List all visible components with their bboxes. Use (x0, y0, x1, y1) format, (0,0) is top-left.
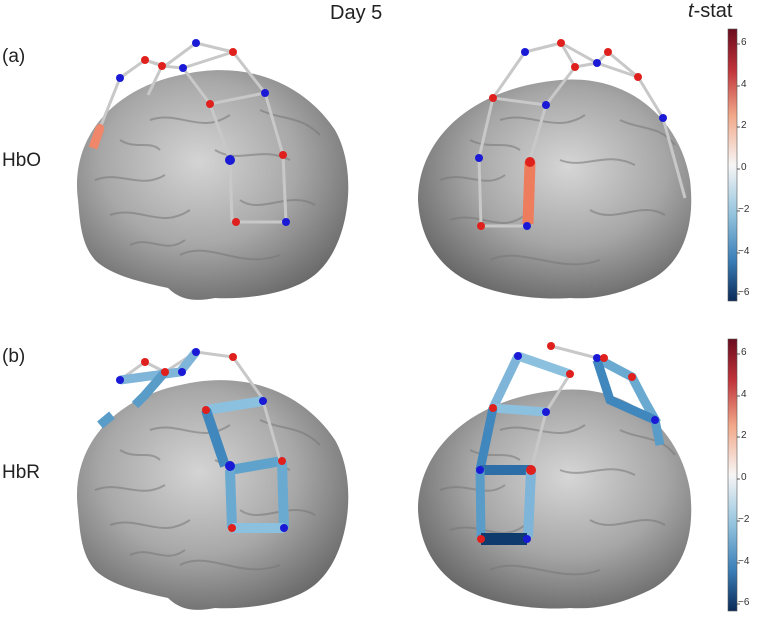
cbar-top-tick: −2 (738, 204, 750, 215)
colorbar-hbr (727, 338, 738, 612)
cbar-bottom-tick: 0 (741, 472, 747, 483)
brain-hbr-left (76, 380, 349, 610)
panel-label-b: (b) (2, 346, 26, 367)
colorbar-hbo (727, 28, 738, 302)
cbar-bottom-tick: −2 (738, 514, 750, 525)
cbar-top-tick: 2 (741, 120, 747, 131)
cbar-top-tick: −6 (738, 287, 750, 298)
hbr-right-channels (475, 344, 665, 545)
hbo-optodes (96, 39, 667, 230)
cbar-bottom-tick: −6 (738, 597, 750, 608)
row-label-hbr: HbR (2, 462, 41, 483)
cbar-top-tick: 4 (741, 79, 747, 90)
figure-title: Day 5 (330, 2, 383, 24)
cbar-top-tick: −4 (738, 246, 750, 257)
row-label-hbo: HbO (2, 150, 42, 171)
cbar-bottom-tick: −4 (738, 556, 750, 567)
panel-label-a: (a) (2, 46, 26, 67)
hbr-left-channels (97, 349, 289, 533)
cbar-top-tick: 0 (741, 162, 747, 173)
brain-hbo-left (76, 70, 349, 300)
cbar-top-tick: 6 (741, 37, 747, 48)
cbar-bottom-tick: 6 (741, 347, 747, 358)
cbar-bottom-tick: 2 (741, 430, 747, 441)
colorbar-title: t-stat (688, 0, 733, 22)
cbar-bottom-tick: 4 (741, 389, 747, 400)
colorbar-tick-marks (737, 43, 740, 605)
hbo-channel-orange-right (522, 161, 536, 225)
hbr-optodes (116, 342, 659, 543)
brain-hbo-right (418, 79, 692, 299)
